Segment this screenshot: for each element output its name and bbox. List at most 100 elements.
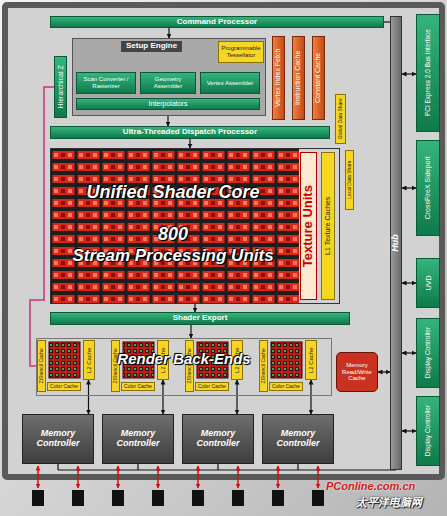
block-label: Shader Export (53, 314, 347, 323)
pin-wire (317, 466, 319, 488)
block-label: Display Controller (424, 405, 431, 456)
pin (192, 490, 204, 506)
block-label: Render Back-Ends (117, 351, 250, 368)
block-label: Scan Converter / Rasterizer (79, 76, 133, 89)
memory-controller: Memory Controller (22, 414, 94, 464)
pin-wire (117, 466, 119, 488)
block-label: Geometry Assembler (143, 76, 193, 89)
connector-arrow (190, 325, 191, 338)
logic-block: Hierarchical Z (54, 56, 67, 118)
connector-arrow (402, 187, 416, 188)
logic-block: UVD (416, 258, 440, 308)
rbe-block (271, 342, 302, 378)
block-label: Ultra-Threaded Dispatch Processor (53, 128, 327, 137)
block-label: CrossFireX Sideport (424, 156, 432, 219)
block-label: Constant Cache (315, 53, 323, 103)
block-label: Interpolators (79, 100, 257, 108)
pin (72, 490, 84, 506)
cache-block: L2 Cache (83, 340, 95, 380)
connector-arrow (162, 380, 163, 414)
block-label: Hub (391, 234, 401, 252)
block-label: L2 Cache (308, 347, 315, 373)
block-label: Z/Stencil Cache (39, 348, 45, 383)
memory-cache: Memory Read/Write Cache (336, 352, 378, 392)
connector-arrow (88, 380, 89, 414)
ring-wire (58, 469, 396, 470)
texture-units: Texture Units (300, 152, 317, 300)
ring-wire (57, 464, 58, 470)
block-label: Memory Read/Write Cache (339, 362, 375, 382)
cache-block: Z/Stencil Cache (259, 340, 268, 392)
connector-arrow (189, 139, 190, 148)
pin-wire (77, 466, 79, 488)
logic-block: PCI Express 2.0 Bus Interface (416, 14, 440, 132)
render-backend-region: Render Back-Ends Z/Stencil Cache L2 CacheC… (36, 338, 332, 396)
shader-core: Unified Shader Core800Stream Processing … (50, 148, 340, 304)
block-label: Local Data Share (347, 161, 353, 200)
pin-wire (197, 466, 199, 488)
watermark: 太平洋电脑网 (356, 496, 422, 508)
block-label: PCI Express 2.0 Bus Interface (424, 29, 431, 116)
block-label: Texture Units (301, 185, 315, 267)
cache-block: Color Cache (47, 382, 81, 391)
logic-block: Command Processor (50, 16, 384, 28)
block-label: Z/Stencil Cache (261, 348, 267, 383)
connector-arrow (194, 304, 195, 312)
cache-column: Constant Cache (312, 36, 325, 120)
pin (272, 490, 284, 506)
block-label: L1 Texture Caches (324, 197, 332, 255)
connector-arrow (402, 430, 416, 431)
watermark: PConline.com.cn (326, 480, 415, 492)
cache-block: Local Data Share (345, 150, 354, 210)
shader-array (51, 149, 299, 303)
pin (232, 490, 244, 506)
ring-wire (137, 464, 138, 470)
logic-block: Scan Converter / Rasterizer (76, 72, 136, 94)
die-frame (5, 5, 442, 477)
ring-wire (217, 464, 218, 470)
logic-block: Interpolators (76, 98, 260, 110)
logic-block: Shader Export (50, 312, 350, 325)
pin (312, 490, 324, 506)
block-label: Color Cache (124, 384, 152, 390)
logic-block: Display Controller (416, 318, 440, 388)
block-label: Global Data Share (338, 98, 344, 139)
block-label: Stream Processing Units (72, 247, 273, 266)
setup-engine-box: Setup EngineProgrammable TessellatorScan… (72, 38, 266, 116)
rbe-block (49, 342, 80, 378)
block-label: Command Processor (53, 18, 381, 27)
block-label: Memory Controller (265, 429, 331, 449)
block-label: Memory Controller (185, 429, 251, 449)
pin-wire (277, 466, 279, 488)
hub-bar: Hub (390, 16, 402, 470)
cache-block: Color Cache (121, 382, 155, 391)
memory-controller: Memory Controller (182, 414, 254, 464)
connector-arrow (168, 28, 169, 38)
cache-block: L2 Cache (305, 340, 317, 380)
logic-block: Geometry Assembler (140, 72, 196, 94)
pin-wire (237, 466, 239, 488)
ring-bus (58, 464, 396, 470)
cache-column: Vertex Index Fetch (272, 36, 285, 120)
block-label: Vertex Index Fetch (275, 49, 283, 107)
block-label: Setup Engine (121, 41, 182, 52)
block-label: Memory Controller (25, 429, 91, 449)
connector-arrow (402, 352, 416, 353)
block-label: Hierarchical Z (57, 65, 65, 108)
logic-block: Display Controller (416, 396, 440, 466)
block-label: Color Cache (50, 384, 78, 390)
cache-column: Instruction Cache (292, 36, 305, 120)
block-label: Color Cache (272, 384, 300, 390)
pin (32, 490, 44, 506)
logic-block: CrossFireX Sideport (416, 140, 440, 236)
memory-pins (32, 466, 324, 506)
block-label: Instruction Cache (295, 51, 303, 105)
block-label: Vertex Assembler (203, 80, 257, 87)
connector-arrow (310, 380, 311, 414)
pin (112, 490, 124, 506)
logic-block: Ultra-Threaded Dispatch Processor (50, 126, 330, 139)
block-label: Display Controller (424, 327, 431, 378)
cache-block: Color Cache (269, 382, 303, 391)
